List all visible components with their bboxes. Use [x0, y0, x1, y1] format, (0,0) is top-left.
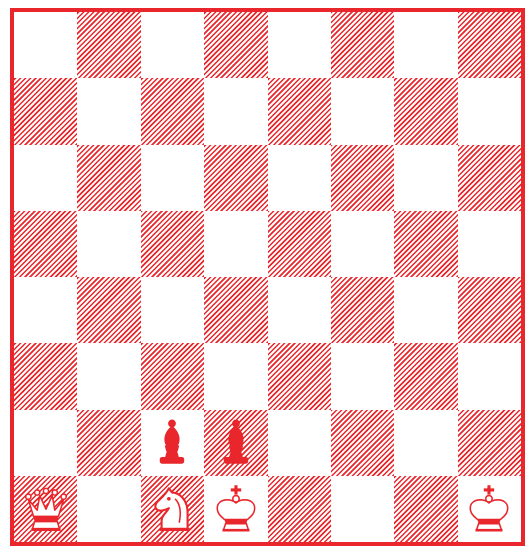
- square-d3[interactable]: [204, 343, 267, 409]
- square-a8[interactable]: [14, 12, 77, 78]
- square-a7[interactable]: [14, 78, 77, 144]
- square-a6[interactable]: [14, 145, 77, 211]
- square-f1[interactable]: [331, 476, 394, 542]
- square-e6[interactable]: [268, 145, 331, 211]
- square-g6[interactable]: [394, 145, 457, 211]
- square-g5[interactable]: [394, 211, 457, 277]
- square-b6[interactable]: [77, 145, 140, 211]
- square-g8[interactable]: [394, 12, 457, 78]
- square-a2[interactable]: [14, 410, 77, 476]
- square-h6[interactable]: [458, 145, 521, 211]
- square-f8[interactable]: [331, 12, 394, 78]
- square-h1[interactable]: [458, 476, 521, 542]
- square-c3[interactable]: [141, 343, 204, 409]
- square-e1[interactable]: [268, 476, 331, 542]
- white-king-icon[interactable]: [458, 476, 521, 542]
- chess-board: [10, 8, 525, 546]
- square-b7[interactable]: [77, 78, 140, 144]
- white-king-icon[interactable]: [204, 476, 267, 542]
- square-d4[interactable]: [204, 277, 267, 343]
- square-c6[interactable]: [141, 145, 204, 211]
- red-bishop-icon[interactable]: [141, 410, 204, 476]
- white-knight-icon[interactable]: [141, 476, 204, 542]
- board-grid: [14, 12, 521, 542]
- white-queen-icon[interactable]: [14, 476, 77, 542]
- square-d7[interactable]: [204, 78, 267, 144]
- square-c8[interactable]: [141, 12, 204, 78]
- square-d8[interactable]: [204, 12, 267, 78]
- square-e2[interactable]: [268, 410, 331, 476]
- square-b1[interactable]: [77, 476, 140, 542]
- square-d1[interactable]: [204, 476, 267, 542]
- square-d5[interactable]: [204, 211, 267, 277]
- square-f7[interactable]: [331, 78, 394, 144]
- square-a1[interactable]: [14, 476, 77, 542]
- square-f6[interactable]: [331, 145, 394, 211]
- square-g1[interactable]: [394, 476, 457, 542]
- square-h7[interactable]: [458, 78, 521, 144]
- square-a3[interactable]: [14, 343, 77, 409]
- square-g2[interactable]: [394, 410, 457, 476]
- square-a5[interactable]: [14, 211, 77, 277]
- square-h3[interactable]: [458, 343, 521, 409]
- square-h4[interactable]: [458, 277, 521, 343]
- square-f2[interactable]: [331, 410, 394, 476]
- square-d6[interactable]: [204, 145, 267, 211]
- square-h2[interactable]: [458, 410, 521, 476]
- square-a4[interactable]: [14, 277, 77, 343]
- square-g4[interactable]: [394, 277, 457, 343]
- square-c7[interactable]: [141, 78, 204, 144]
- square-b2[interactable]: [77, 410, 140, 476]
- square-b3[interactable]: [77, 343, 140, 409]
- square-c2[interactable]: [141, 410, 204, 476]
- square-e7[interactable]: [268, 78, 331, 144]
- square-g3[interactable]: [394, 343, 457, 409]
- square-e3[interactable]: [268, 343, 331, 409]
- square-b8[interactable]: [77, 12, 140, 78]
- square-h5[interactable]: [458, 211, 521, 277]
- square-f4[interactable]: [331, 277, 394, 343]
- square-b5[interactable]: [77, 211, 140, 277]
- square-c1[interactable]: [141, 476, 204, 542]
- square-h8[interactable]: [458, 12, 521, 78]
- square-d2[interactable]: [204, 410, 267, 476]
- square-c5[interactable]: [141, 211, 204, 277]
- red-bishop-icon[interactable]: [204, 410, 267, 476]
- square-b4[interactable]: [77, 277, 140, 343]
- square-c4[interactable]: [141, 277, 204, 343]
- square-e4[interactable]: [268, 277, 331, 343]
- square-e5[interactable]: [268, 211, 331, 277]
- square-e8[interactable]: [268, 12, 331, 78]
- square-f3[interactable]: [331, 343, 394, 409]
- square-g7[interactable]: [394, 78, 457, 144]
- square-f5[interactable]: [331, 211, 394, 277]
